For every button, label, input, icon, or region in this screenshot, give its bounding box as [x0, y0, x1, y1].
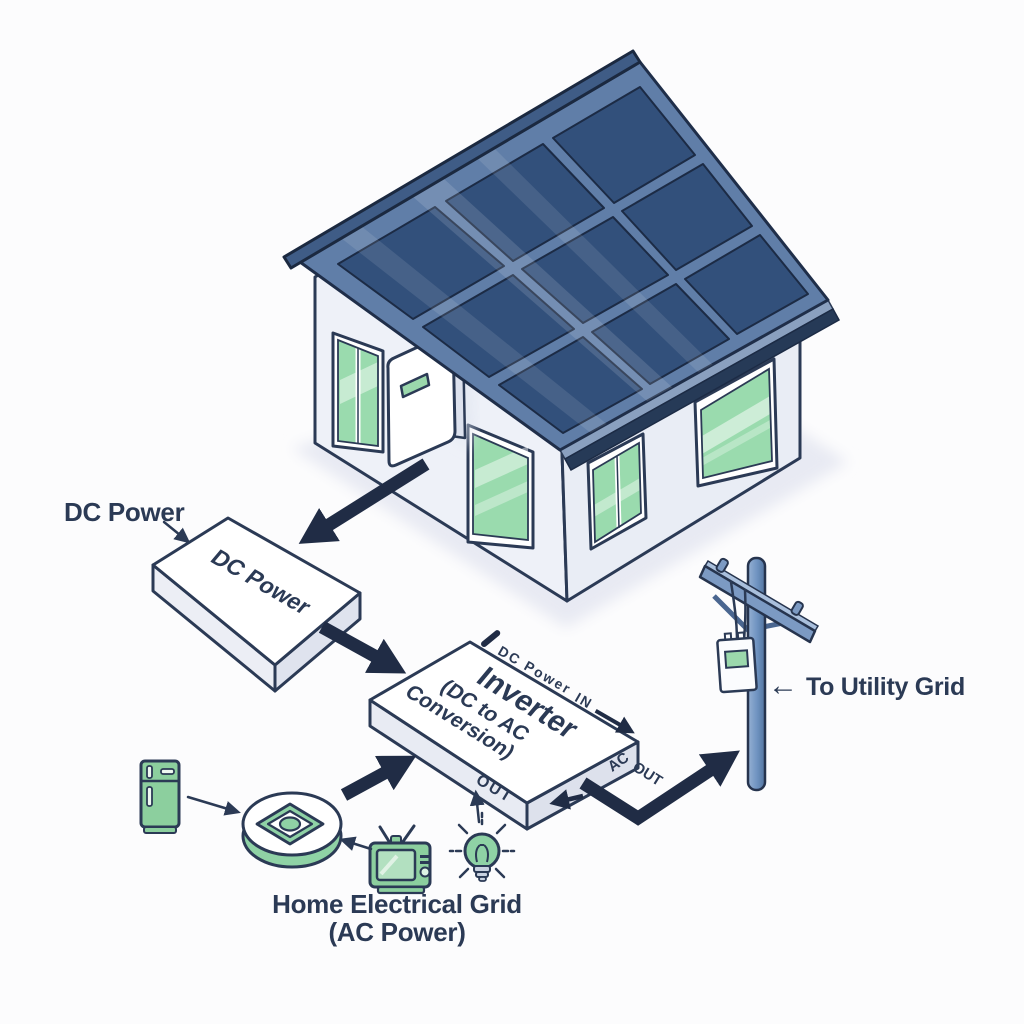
- window-side-large: [693, 357, 779, 488]
- tv-icon: [368, 824, 432, 895]
- tv-screen: [375, 848, 417, 882]
- tv-knob: [419, 866, 431, 878]
- home-grid-hub-icon: [241, 791, 343, 869]
- wall-unit-display: [399, 372, 431, 399]
- dc-in-arrow-icon: [594, 709, 635, 734]
- refrigerator-icon: [139, 759, 181, 834]
- callout-arrow-fridge: [186, 795, 241, 816]
- inverter-top: [368, 640, 640, 805]
- dc-in-tick-icon: [481, 630, 501, 647]
- crossarm: [698, 564, 817, 644]
- home-grid-label-line1: Home Electrical Grid: [272, 889, 522, 919]
- bulb-glass: [463, 832, 501, 870]
- callout-arrow-bulb: [469, 789, 485, 824]
- bulb-filament: [475, 844, 489, 863]
- eave-dark-strip: [563, 307, 841, 472]
- meter-screen: [723, 649, 750, 669]
- power-meter-icon: [716, 631, 758, 694]
- ridge-band: [282, 49, 642, 270]
- callout-arrow-tv: [339, 836, 373, 851]
- arrow-panel-to-dc: [298, 458, 430, 544]
- house-corner-edge: [560, 451, 569, 602]
- utility-grid-arrow-icon: ←: [768, 669, 798, 702]
- tv-antenna-right: [400, 824, 416, 845]
- callout-arrow-dc: [162, 520, 191, 544]
- utility-pole-icon: [698, 556, 820, 792]
- wall-unit-front: [386, 331, 457, 468]
- diagram-labels: DC Power ← To Utility Grid Home Electric…: [64, 497, 965, 947]
- inverter-out-right-label: OUT: [629, 759, 665, 790]
- power-flow-arrows: [162, 458, 740, 851]
- solar-panel-array: [282, 49, 841, 472]
- panel-reflections: [341, 148, 713, 434]
- insulator-left: [715, 557, 729, 573]
- utility-grid-label: To Utility Grid: [806, 673, 965, 701]
- inverter-platform: Inverter (DC to AC Conversion) DC Power …: [368, 630, 665, 831]
- dc-platform-top: [151, 516, 362, 667]
- dc-in-suffix: IN: [572, 689, 596, 712]
- arrow-hub-to-inverter: [340, 755, 417, 801]
- insulator-right: [790, 600, 804, 616]
- window-side-small: [586, 432, 648, 551]
- dc-power-platform: DC Power: [151, 516, 362, 693]
- dc-power-callout: DC Power: [64, 497, 185, 527]
- arrow-dc-to-inverter: [318, 621, 407, 674]
- meter-wire-1: [729, 580, 739, 643]
- solar-panels: [337, 86, 809, 434]
- ac-out-back-arrow-icon: [549, 789, 584, 810]
- arrow-inverter-to-grid: [579, 750, 740, 826]
- light-bulb-icon: [448, 810, 516, 882]
- tv-antenna-left: [378, 825, 392, 845]
- home-grid-label-line2: (AC Power): [328, 917, 465, 947]
- window-gable-tall: [331, 331, 385, 454]
- window-gable-front: [466, 423, 535, 550]
